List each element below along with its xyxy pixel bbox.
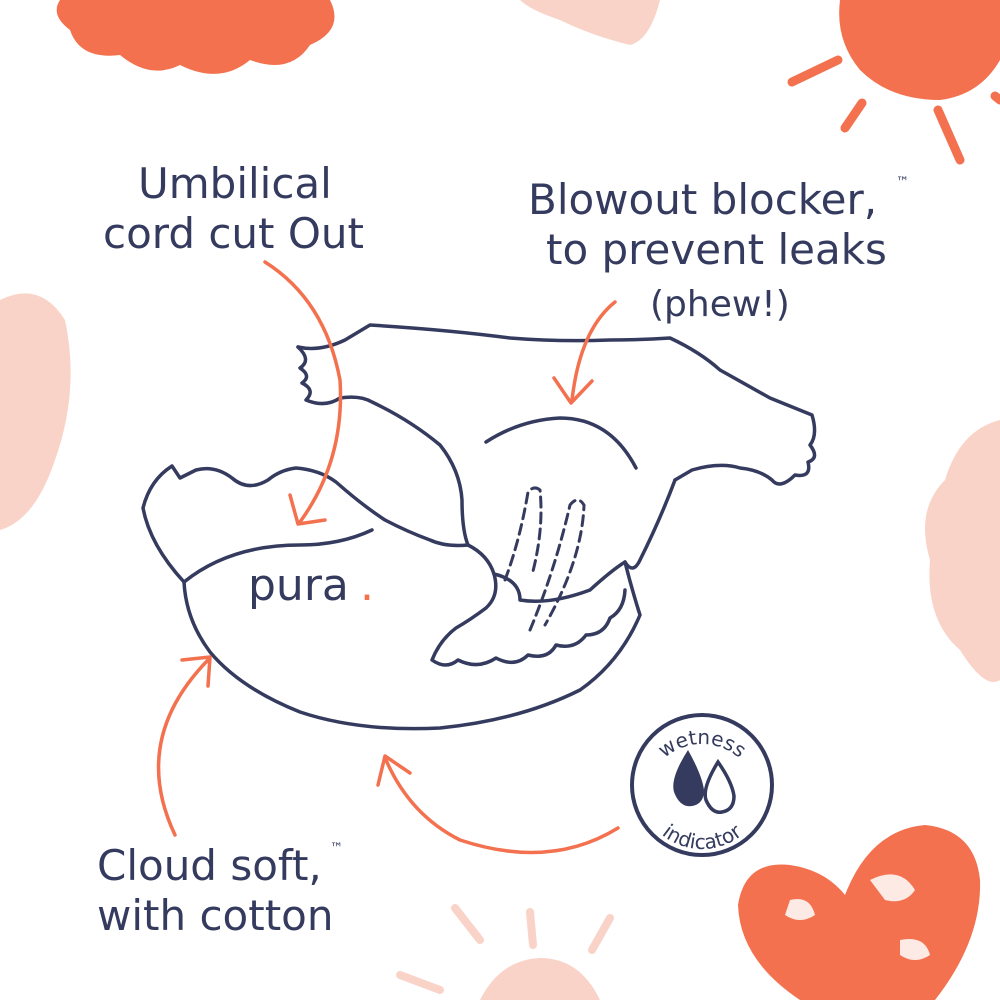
- callout-cloud: Cloud soft, ™ with cotton: [97, 841, 343, 940]
- brand-dot: .: [360, 560, 374, 611]
- cloud-icon: [925, 420, 1000, 682]
- callout-umbilical: Umbilical cord cut Out: [103, 159, 364, 258]
- callout-umbilical-line1: Umbilical: [138, 159, 332, 208]
- callout-blowout-line3: (phew!): [650, 284, 790, 325]
- sun-icon: [396, 904, 614, 1000]
- cloud-icon: [0, 293, 71, 530]
- heart-icon: [520, 0, 660, 45]
- heart-icon: [738, 825, 981, 1000]
- diaper-illustration: [141, 323, 817, 731]
- arrow-wetness: [376, 754, 620, 855]
- callout-blowout-trademark: ™: [896, 175, 909, 190]
- callout-blowout-line1: Blowout blocker,: [528, 175, 877, 224]
- wetness-indicator-badge: wetness indicator: [630, 713, 774, 857]
- callout-blowout-line2: to prevent leaks: [546, 225, 887, 274]
- callout-blowout: Blowout blocker, ™ to prevent leaks (phe…: [528, 175, 909, 325]
- water-drop-icon: [673, 750, 736, 814]
- cloud-icon: [56, 0, 335, 74]
- sun-icon: [787, 0, 1000, 165]
- callout-cloud-line1: Cloud soft,: [97, 841, 322, 890]
- brand-logo: pura .: [248, 560, 374, 611]
- callout-umbilical-line2: cord cut Out: [103, 209, 364, 258]
- arrow-blowout: [552, 300, 617, 405]
- callout-cloud-line2: with cotton: [97, 891, 334, 940]
- arrow-umbilical: [263, 260, 343, 526]
- callout-cloud-trademark: ™: [330, 841, 343, 856]
- arrow-cloud: [156, 655, 212, 837]
- brand-word: pura: [248, 560, 349, 611]
